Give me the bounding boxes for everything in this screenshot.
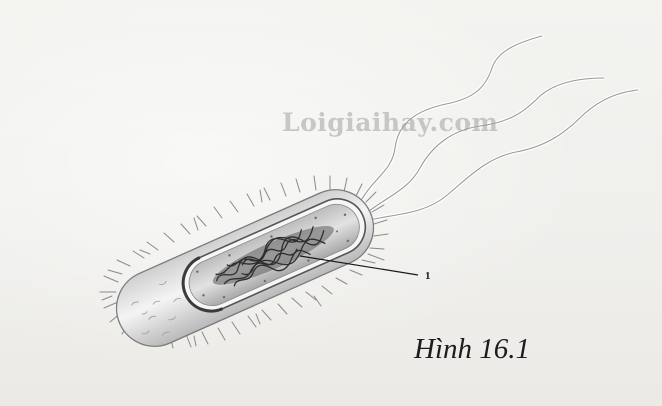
watermark-text: Loigiaihay.com [282, 108, 499, 137]
structure-label-1: 1 [425, 270, 431, 282]
cell-body [104, 178, 385, 359]
figure-caption: Hình 16.1 [414, 333, 530, 366]
